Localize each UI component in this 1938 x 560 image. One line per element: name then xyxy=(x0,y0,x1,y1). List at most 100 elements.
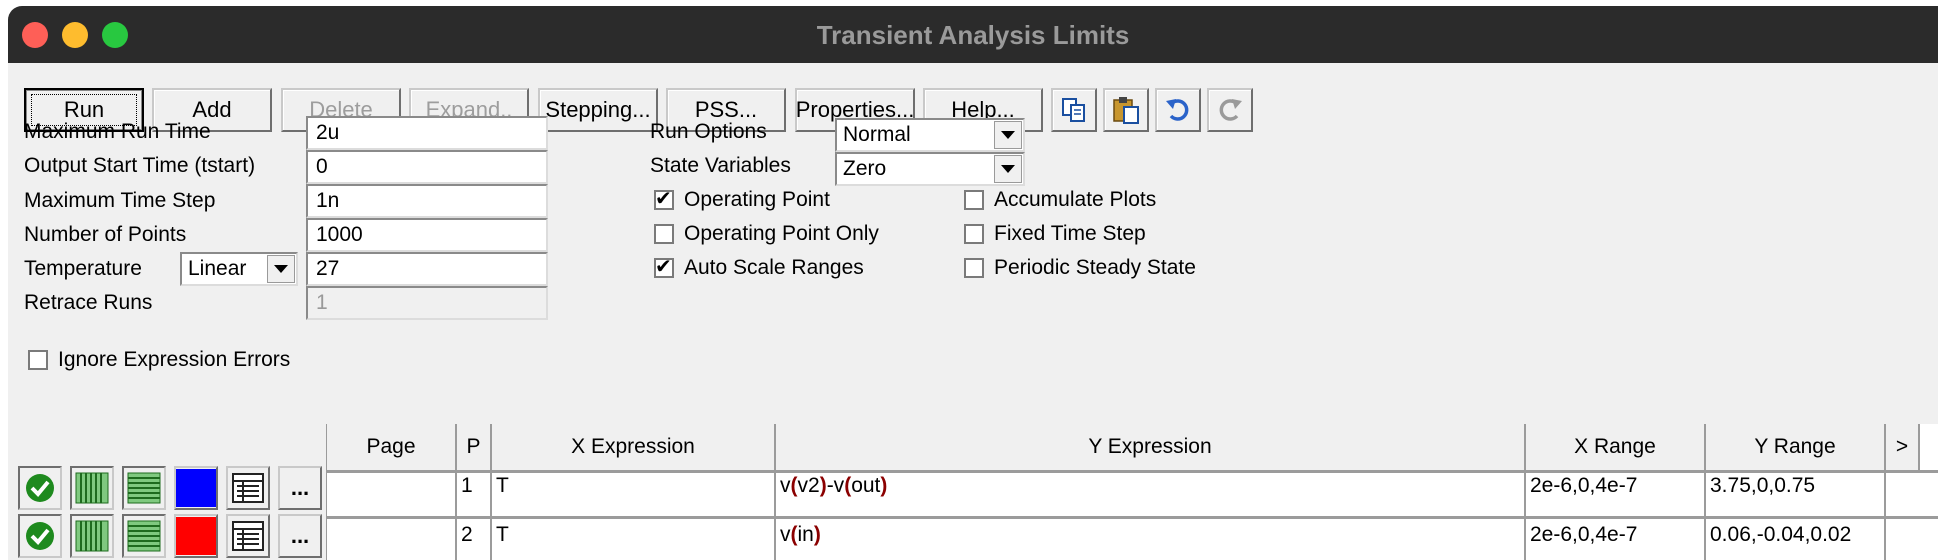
temperature-input[interactable]: 27 xyxy=(306,252,548,286)
enable-plot-button[interactable] xyxy=(18,514,62,558)
pss-button[interactable]: PSS... xyxy=(666,88,786,132)
numeric-output-button[interactable] xyxy=(226,514,270,558)
checkbox-box[interactable] xyxy=(964,258,984,278)
cell-y-range[interactable]: 0.06,-0.04,0.02 xyxy=(1706,519,1886,560)
chevron-down-icon[interactable] xyxy=(994,121,1022,149)
more-options-label: ... xyxy=(290,523,310,548)
cell-x-expression[interactable]: T xyxy=(492,470,776,516)
check-circle-icon xyxy=(26,474,54,502)
cell-p[interactable]: 2 xyxy=(457,519,492,560)
table-icon xyxy=(232,473,264,503)
undo-button[interactable] xyxy=(1155,88,1201,132)
more-options-button[interactable]: ... xyxy=(278,466,322,510)
cell-x-range[interactable]: 2e-6,0,4e-7 xyxy=(1526,519,1706,560)
cell-y-range[interactable]: 3.75,0,0.75 xyxy=(1706,470,1886,516)
checkbox-box[interactable]: ✔ xyxy=(654,256,674,278)
operating-point-only-checkbox[interactable]: Operating Point Only xyxy=(654,222,879,246)
row-divider xyxy=(327,516,1938,519)
enable-plot-button[interactable] xyxy=(18,466,62,510)
max-run-time-input[interactable]: 2u xyxy=(306,116,548,150)
plot-color-button[interactable] xyxy=(174,514,218,558)
checkbox-box[interactable] xyxy=(28,350,48,370)
max-run-time-label: Maximum Run Time xyxy=(24,120,211,143)
header-x-expression[interactable]: X Expression xyxy=(492,424,776,470)
header-page[interactable]: Page xyxy=(327,424,457,470)
vertical-grid-icon xyxy=(75,472,109,504)
auto-scale-ranges-checkbox[interactable]: ✔ Auto Scale Ranges xyxy=(654,256,864,280)
add-button-label: Add xyxy=(192,97,232,122)
help-button-label: Help... xyxy=(951,97,1015,122)
horizontal-grid-icon xyxy=(127,472,161,504)
run-options-select[interactable]: Normal xyxy=(835,118,1025,152)
ignore-expression-errors-label: Ignore Expression Errors xyxy=(58,348,291,371)
row-controls-1: ... xyxy=(18,466,326,512)
x-grid-button[interactable] xyxy=(70,466,114,510)
run-button[interactable]: Run xyxy=(24,88,144,132)
chevron-down-icon[interactable] xyxy=(267,255,295,283)
periodic-steady-state-checkbox[interactable]: Periodic Steady State xyxy=(964,256,1196,280)
title-bar: Transient Analysis Limits xyxy=(8,6,1938,63)
fixed-time-step-label: Fixed Time Step xyxy=(994,222,1146,245)
checkbox-box[interactable]: ✔ xyxy=(654,188,674,210)
expression-table: Page P X Expression Y Expression X Range… xyxy=(326,424,1938,560)
numeric-output-button[interactable] xyxy=(226,466,270,510)
plot-color-button[interactable] xyxy=(174,466,218,510)
header-p[interactable]: P xyxy=(457,424,492,470)
copy-button[interactable] xyxy=(1051,88,1097,132)
properties-button-label: Properties... xyxy=(795,97,915,122)
state-variables-label: State Variables xyxy=(650,154,791,177)
auto-scale-ranges-label: Auto Scale Ranges xyxy=(684,256,864,279)
copy-icon xyxy=(1062,98,1085,122)
checkbox-box[interactable] xyxy=(964,190,984,210)
temperature-mode-select[interactable]: Linear xyxy=(180,252,298,286)
x-grid-button[interactable] xyxy=(70,514,114,558)
fixed-time-step-checkbox[interactable]: Fixed Time Step xyxy=(964,222,1146,246)
paste-button[interactable] xyxy=(1103,88,1149,132)
dialog-window: Transient Analysis Limits Run Add Delete… xyxy=(8,6,1938,560)
cell-y-expression[interactable]: v(in) xyxy=(776,519,1526,560)
table-icon xyxy=(232,521,264,551)
pss-button-label: PSS... xyxy=(694,97,758,122)
accumulate-plots-label: Accumulate Plots xyxy=(994,188,1157,211)
horizontal-grid-icon xyxy=(127,520,161,552)
properties-button[interactable]: Properties... xyxy=(795,88,915,132)
ignore-expression-errors-checkbox[interactable]: Ignore Expression Errors xyxy=(28,348,290,372)
cell-p[interactable]: 1 xyxy=(457,470,492,516)
header-y-expression[interactable]: Y Expression xyxy=(776,424,1526,470)
checkbox-box[interactable] xyxy=(654,224,674,244)
zoom-window-button[interactable] xyxy=(102,22,128,48)
operating-point-checkbox[interactable]: ✔ Operating Point xyxy=(654,188,830,212)
y-grid-button[interactable] xyxy=(122,514,166,558)
operating-point-only-label: Operating Point Only xyxy=(684,222,879,245)
y-grid-button[interactable] xyxy=(122,466,166,510)
state-variables-select[interactable]: Zero xyxy=(835,152,1025,186)
close-window-button[interactable] xyxy=(22,22,48,48)
more-options-button[interactable]: ... xyxy=(278,514,322,558)
cell-page[interactable] xyxy=(327,470,457,516)
output-start-input[interactable]: 0 xyxy=(306,150,548,184)
cell-x-range[interactable]: 2e-6,0,4e-7 xyxy=(1526,470,1706,516)
run-button-label: Run xyxy=(30,94,138,126)
output-start-label: Output Start Time (tstart) xyxy=(24,154,256,177)
num-points-input[interactable]: 1000 xyxy=(306,218,548,252)
max-time-step-label: Maximum Time Step xyxy=(24,189,216,212)
chevron-down-icon[interactable] xyxy=(994,155,1022,183)
checkbox-box[interactable] xyxy=(964,224,984,244)
state-variables-value: Zero xyxy=(843,157,887,180)
undo-icon xyxy=(1166,99,1189,121)
redo-icon xyxy=(1219,99,1242,121)
cell-x-expression[interactable]: T xyxy=(492,519,776,560)
cell-page[interactable] xyxy=(327,519,457,560)
retrace-runs-input[interactable]: 1 xyxy=(306,286,548,320)
cell-y-expression[interactable]: v(v2)-v(out) xyxy=(776,470,1526,516)
redo-button[interactable] xyxy=(1207,88,1253,132)
stepping-button[interactable]: Stepping... xyxy=(538,88,658,132)
header-y-range[interactable]: Y Range xyxy=(1706,424,1886,470)
row-controls-2: ... xyxy=(18,514,326,560)
minimize-window-button[interactable] xyxy=(62,22,88,48)
accumulate-plots-checkbox[interactable]: Accumulate Plots xyxy=(964,188,1156,212)
add-button[interactable]: Add xyxy=(152,88,272,132)
header-more[interactable]: > xyxy=(1886,424,1920,470)
header-x-range[interactable]: X Range xyxy=(1526,424,1706,470)
max-time-step-input[interactable]: 1n xyxy=(306,184,548,218)
